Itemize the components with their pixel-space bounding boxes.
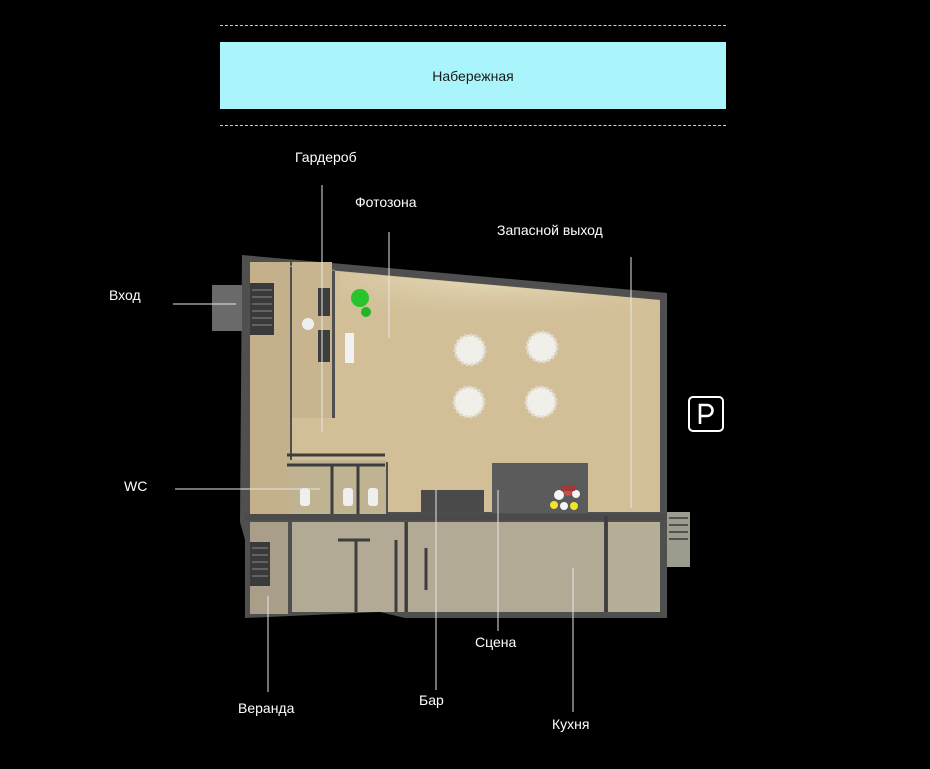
embankment-label: Набережная — [432, 67, 514, 84]
embankment-bottom-dashed-line — [220, 125, 726, 126]
embankment-top-dashed-line — [220, 25, 726, 26]
parking-p-glyph — [698, 403, 714, 424]
emergency-exit-label: Запасной выход — [497, 222, 603, 238]
embankment-area: Набережная — [220, 42, 726, 109]
veranda-stairs — [250, 542, 270, 586]
veranda-label: Веранда — [238, 700, 295, 716]
entrance-block — [212, 285, 242, 331]
emergency-exit-room — [608, 522, 660, 612]
entrance-stairs — [250, 283, 274, 335]
photo-zone-seats — [345, 333, 354, 363]
leader-lines — [173, 185, 632, 712]
bar-label: Бар — [419, 692, 444, 708]
round-tables — [452, 330, 559, 419]
photo-zone-plant — [351, 289, 369, 307]
photo-zone-label: Фотозона — [355, 194, 417, 210]
entrance-label: Вход — [109, 287, 141, 303]
hall-lighting — [340, 272, 660, 340]
stage-equipment — [550, 485, 580, 510]
column — [302, 318, 314, 330]
wc-label: WC — [124, 478, 148, 494]
kitchen-area — [408, 522, 604, 612]
wardrobe-rack-1 — [318, 288, 330, 316]
bar-counter — [421, 490, 484, 513]
service-room — [292, 522, 406, 612]
parking-icon — [688, 396, 724, 432]
kitchen-label: Кухня — [552, 716, 590, 732]
stage-label: Сцена — [475, 634, 517, 650]
wardrobe-label: Гардероб — [295, 149, 357, 165]
interior-wall — [245, 514, 667, 520]
wardrobe-rack-2 — [318, 330, 330, 362]
